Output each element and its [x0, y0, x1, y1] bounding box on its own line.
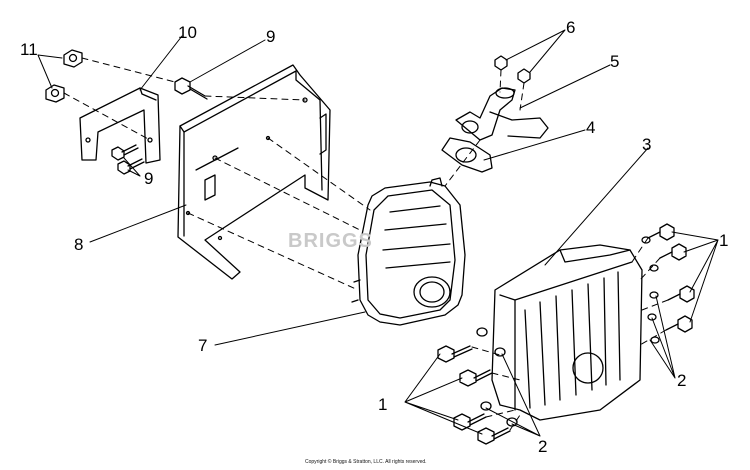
nut-upper [63, 49, 83, 68]
exhaust-gasket [441, 137, 493, 173]
muffler-guard [491, 244, 643, 421]
bolt-left-2 [459, 369, 493, 387]
washers-left [476, 327, 518, 427]
washers-right [641, 236, 660, 344]
nut-6-lower [517, 68, 531, 84]
callout-9-lower: 9 [144, 169, 153, 188]
bolt-right-4 [665, 315, 693, 333]
bolt-left-4 [477, 427, 511, 445]
callout-6: 6 [566, 18, 575, 37]
exhaust-elbow [455, 87, 549, 141]
callout-1-right: 1 [719, 231, 728, 250]
bolt-right-3 [667, 285, 695, 303]
muffler [351, 177, 466, 326]
copyright-notice: Copyright © Briggs & Stratton, LLC. All … [305, 459, 427, 465]
bolt-right-2 [659, 243, 687, 261]
callout-9-upper: 9 [266, 27, 275, 46]
callout-7: 7 [198, 336, 207, 355]
callout-8: 8 [74, 235, 83, 254]
callout-2-right: 2 [677, 371, 686, 390]
watermark-text: BRIGGS [288, 230, 373, 252]
nut-lower [45, 84, 65, 103]
bolt-left-3 [453, 413, 487, 431]
callout-5: 5 [610, 52, 619, 71]
bolt-right-1 [647, 223, 675, 241]
callout-3: 3 [642, 135, 651, 154]
callout-10: 10 [178, 23, 197, 42]
callout-1-left: 1 [378, 395, 387, 414]
bolt-left-1 [437, 345, 473, 363]
callout-11: 11 [20, 40, 38, 59]
bolt-lower-9a [111, 144, 139, 161]
assembly-lines [63, 57, 669, 431]
small-bracket [79, 87, 161, 164]
callout-2-left: 2 [538, 437, 547, 456]
nut-6-upper [494, 55, 508, 71]
callout-4: 4 [586, 118, 595, 137]
bolt-upper-9 [174, 77, 208, 100]
leader-lines [37, 29, 719, 437]
muffler-bracket [177, 64, 331, 280]
